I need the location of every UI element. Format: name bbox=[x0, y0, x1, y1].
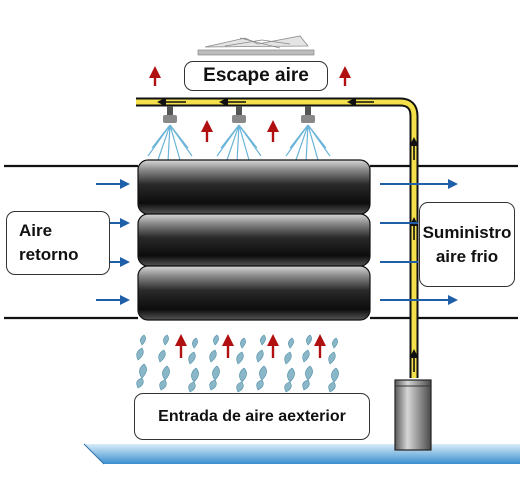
coil-drum-bottom bbox=[137, 265, 371, 321]
entrada-aire-text: Entrada de aire aexterior bbox=[158, 407, 346, 425]
coil-drum-middle bbox=[137, 213, 371, 267]
escape-aire-text: Escape aire bbox=[203, 65, 309, 86]
suministro-aire-frio-label: Suministro aire frio bbox=[419, 202, 515, 287]
spray-nozzle-icon bbox=[147, 106, 193, 163]
coil-drum-top bbox=[137, 159, 371, 215]
aire-retorno-label: Aire retorno bbox=[6, 211, 110, 275]
fan-icon bbox=[197, 35, 315, 56]
spray-nozzle-icon bbox=[216, 106, 262, 163]
coil-drums bbox=[137, 159, 371, 321]
aire-retorno-line1: Aire bbox=[19, 221, 53, 240]
escape-aire-label: Escape aire bbox=[184, 61, 328, 91]
red-air-arrows bbox=[149, 66, 351, 358]
suministro-line2: aire frio bbox=[435, 246, 499, 266]
water-pipe bbox=[136, 97, 419, 378]
suministro-line1: Suministro bbox=[422, 222, 512, 242]
pump-icon bbox=[394, 379, 432, 451]
entrada-aire-exterior-label: Entrada de aire aexterior bbox=[134, 393, 370, 440]
spray-nozzle-icon bbox=[285, 106, 331, 163]
water-basin bbox=[83, 443, 520, 465]
mist-icon bbox=[136, 334, 339, 393]
spray-nozzles bbox=[147, 106, 331, 163]
aire-retorno-line2: retorno bbox=[19, 245, 79, 264]
duct-lines bbox=[4, 164, 518, 320]
